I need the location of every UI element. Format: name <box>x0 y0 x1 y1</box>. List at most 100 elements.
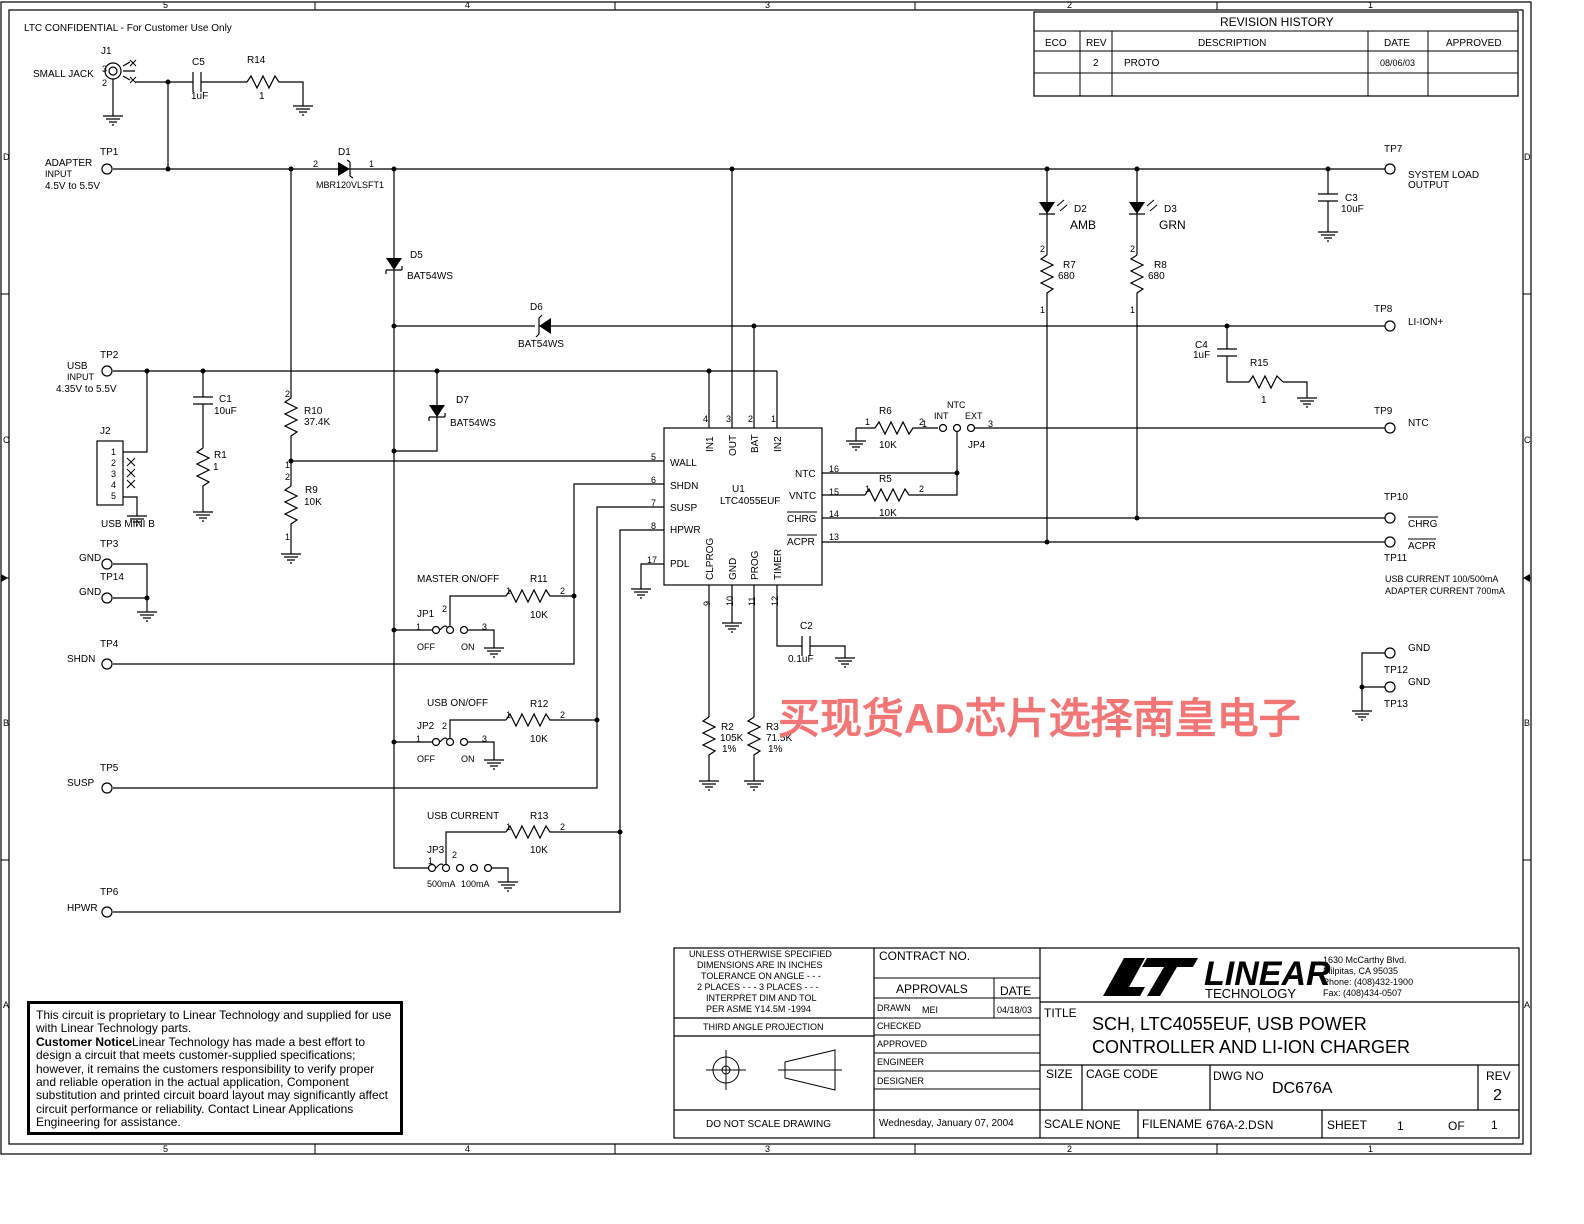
jumper-jp1[interactable]: MASTER ON/OFF JP1 OFF ON 1 3 2 <box>394 574 506 658</box>
resistor-r7: R7 680 1 <box>1039 254 1076 542</box>
notice-body: Linear Technology has made a best effort… <box>36 1034 388 1130</box>
svg-text:OFF: OFF <box>417 754 435 764</box>
svg-text:R3: R3 <box>766 722 779 733</box>
svg-text:10K: 10K <box>530 845 548 856</box>
tp3-point[interactable] <box>101 558 113 570</box>
svg-text:11: 11 <box>747 597 757 606</box>
svg-text:10uF: 10uF <box>1341 204 1364 215</box>
svg-text:1%: 1% <box>722 744 737 755</box>
svg-text:1: 1 <box>213 462 219 473</box>
svg-text:TP12: TP12 <box>1384 665 1408 676</box>
svg-text:3: 3 <box>111 469 116 479</box>
svg-text:CONTRACT NO.: CONTRACT NO. <box>879 949 970 963</box>
svg-text:D1: D1 <box>338 147 351 158</box>
tp10-tp11-labels: TP10 CHRG ACPR TP11 <box>1384 492 1438 564</box>
svg-text:1: 1 <box>506 586 511 596</box>
tp10-point[interactable] <box>1384 512 1396 524</box>
svg-text:INPUT: INPUT <box>45 169 73 179</box>
svg-text:DRAWN: DRAWN <box>877 1003 911 1013</box>
jumper-jp4[interactable]: NTC INT EXT JP4 1 3 <box>922 400 1385 451</box>
tp7-labels: TP7 SYSTEM LOAD OUTPUT <box>1384 144 1479 191</box>
tp1-point[interactable] <box>101 163 113 175</box>
svg-text:OUT: OUT <box>728 435 739 456</box>
tp2-point[interactable] <box>101 365 113 377</box>
resistor-r10: R10 37.4K 2 1 <box>283 169 330 486</box>
svg-text:A: A <box>1524 1000 1530 1010</box>
svg-text:R14: R14 <box>247 55 266 66</box>
row-rev: 2 <box>1093 58 1099 69</box>
svg-text:71.5K: 71.5K <box>766 733 792 744</box>
jumper-jp3[interactable]: USB CURRENT JP3 500mA 100mA 1 2 <box>427 811 519 892</box>
gnd-top-point[interactable] <box>1384 647 1396 659</box>
svg-text:2: 2 <box>111 458 116 468</box>
watermark-text: 买现货AD芯片选择南皇电子 <box>778 695 1301 742</box>
svg-text:4: 4 <box>465 0 470 10</box>
svg-text:HPWR: HPWR <box>67 903 98 914</box>
svg-text:680: 680 <box>1148 271 1165 282</box>
svg-text:CHECKED: CHECKED <box>877 1021 922 1031</box>
svg-text:ADAPTER: ADAPTER <box>45 158 92 169</box>
svg-text:1: 1 <box>1397 1119 1404 1133</box>
svg-text:10uF: 10uF <box>214 406 237 417</box>
j2-usb-mini-b: J2 1 2 3 4 5 USB MINI B <box>96 371 155 530</box>
svg-text:USB CURRENT: USB CURRENT <box>427 811 499 822</box>
svg-text:LINEAR: LINEAR <box>1204 955 1331 993</box>
ic-u1: U1 LTC4055EUF WALL SHDN SUSP HPWR PDL 5 … <box>647 414 839 606</box>
tp14-point[interactable] <box>101 592 113 604</box>
svg-text:IN2: IN2 <box>773 436 784 452</box>
svg-text:5: 5 <box>163 0 168 10</box>
svg-text:CLPROG: CLPROG <box>705 538 716 580</box>
c5-r14-wire <box>135 81 304 100</box>
resistor-r12: R12 10K 1 2 <box>505 699 597 745</box>
svg-text:ACPR: ACPR <box>787 537 815 548</box>
tp7-point[interactable] <box>1384 163 1396 175</box>
svg-text:TP7: TP7 <box>1384 144 1403 155</box>
tp8-point[interactable] <box>1384 320 1396 332</box>
svg-text:2: 2 <box>285 472 290 482</box>
svg-text:R2: R2 <box>721 722 734 733</box>
svg-text:TP14: TP14 <box>100 572 124 583</box>
svg-text:1: 1 <box>416 622 421 632</box>
svg-text:REV: REV <box>1486 1069 1511 1083</box>
svg-text:1: 1 <box>771 414 776 424</box>
svg-text:2: 2 <box>102 78 107 88</box>
svg-text:7: 7 <box>651 498 656 508</box>
svg-text:2: 2 <box>1493 1087 1502 1104</box>
svg-text:A: A <box>3 1000 9 1010</box>
svg-text:R8: R8 <box>1154 260 1167 271</box>
svg-text:2: 2 <box>1130 244 1135 254</box>
tp5-point[interactable] <box>101 782 113 794</box>
svg-text:ON: ON <box>461 642 475 652</box>
svg-text:1%: 1% <box>768 744 783 755</box>
svg-text:AMB: AMB <box>1070 218 1096 232</box>
svg-text:2: 2 <box>313 159 318 169</box>
svg-text:1: 1 <box>1040 305 1045 315</box>
tp4-point[interactable] <box>101 658 113 670</box>
svg-text:TP10: TP10 <box>1384 492 1408 503</box>
svg-text:SHDN: SHDN <box>670 481 698 492</box>
svg-text:37.4K: 37.4K <box>304 417 330 428</box>
svg-text:MEI: MEI <box>922 1005 938 1015</box>
tp11-point[interactable] <box>1384 536 1396 548</box>
svg-text:TECHNOLOGY: TECHNOLOGY <box>1205 986 1296 1001</box>
svg-text:5: 5 <box>651 452 656 462</box>
capacitor-c3: C3 10uF <box>1317 169 1364 242</box>
svg-text:9: 9 <box>702 601 712 606</box>
svg-text:JP3: JP3 <box>427 845 445 856</box>
tp12-point[interactable] <box>1384 681 1396 693</box>
tp9-point[interactable] <box>1384 422 1396 434</box>
svg-text:16: 16 <box>829 464 839 474</box>
jumper-jp2[interactable]: USB ON/OFF JP2 OFF ON 1 3 2 <box>394 698 506 770</box>
tp6-point[interactable] <box>101 906 113 918</box>
svg-text:6: 6 <box>651 475 656 485</box>
svg-text:2: 2 <box>442 604 447 614</box>
svg-text:R10: R10 <box>304 406 323 417</box>
svg-text:3: 3 <box>988 419 993 429</box>
diode-d6: D6 BAT54WS <box>518 302 564 350</box>
svg-text:C1: C1 <box>219 394 232 405</box>
svg-text:D: D <box>1524 152 1531 162</box>
svg-text:OFF: OFF <box>417 642 435 652</box>
tp3-tp14-labels: TP3 GND TP14 GND <box>79 539 124 598</box>
svg-text:IN1: IN1 <box>705 436 716 452</box>
svg-text:R12: R12 <box>530 699 549 710</box>
